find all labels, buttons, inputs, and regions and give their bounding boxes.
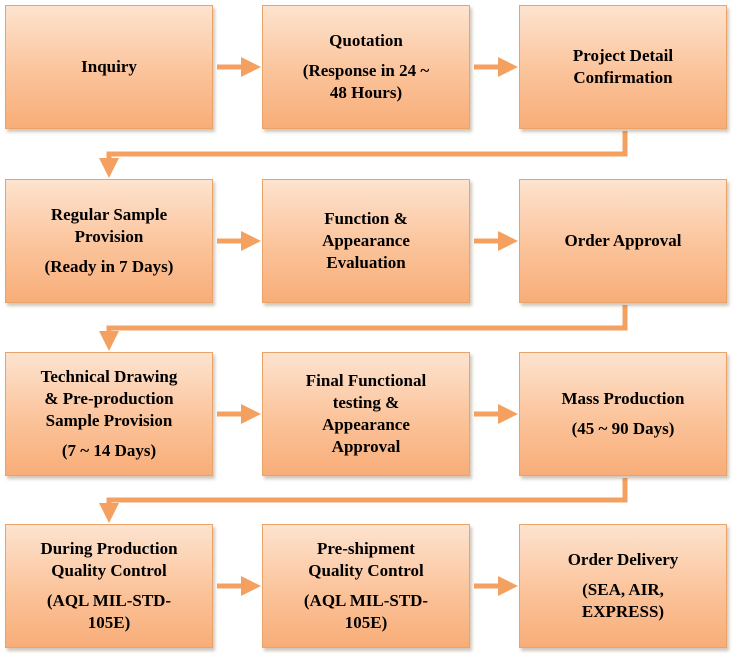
step-label: Confirmation (573, 68, 673, 87)
step-label: testing & (332, 393, 400, 412)
step-sublabel: (7 ~ 14 Days) (61, 441, 157, 460)
step-quotation: Quotation (Response in 24 ~ 48 Hours) (262, 5, 470, 129)
step-label: Quality Control (308, 561, 424, 580)
step-label: During Production (40, 539, 178, 558)
step-label: Appearance (322, 231, 410, 250)
step-mass-production: Mass Production (45 ~ 90 Days) (519, 352, 727, 476)
step-label: Order Approval (564, 231, 682, 250)
step-label: Order Delivery (567, 550, 679, 569)
arrow-wrap-down (99, 131, 628, 179)
step-label: Function & (324, 209, 408, 228)
step-label: & Pre-production (44, 389, 174, 408)
arrow-wrap-down (99, 478, 628, 524)
step-label: Project Detail (572, 46, 674, 65)
step-sublabel: (45 ~ 90 Days) (571, 419, 675, 438)
step-sublabel: 105E) (87, 613, 131, 632)
step-label: Approval (331, 437, 401, 456)
step-label: Final Functional (305, 371, 427, 390)
step-label: Quotation (329, 31, 403, 50)
step-sublabel: (AQL MIL-STD- (303, 591, 429, 610)
step-sublabel: (AQL MIL-STD- (46, 591, 172, 610)
step-sublabel: (Ready in 7 Days) (44, 257, 174, 276)
step-label: Appearance (322, 415, 410, 434)
step-label: Evaluation (326, 253, 406, 272)
step-label: Regular Sample (50, 205, 168, 224)
step-label: Pre-shipment (317, 539, 415, 558)
step-label: Sample Provision (45, 411, 173, 430)
step-label: Quality Control (51, 561, 167, 580)
step-order-delivery: Order Delivery (SEA, AIR, EXPRESS) (519, 524, 727, 648)
step-label: Inquiry (81, 57, 137, 76)
step-sublabel: (SEA, AIR, (582, 580, 664, 599)
step-label: Provision (74, 227, 144, 246)
step-order-approval: Order Approval (519, 179, 727, 303)
step-label: Mass Production (561, 389, 685, 408)
step-sublabel: 105E) (344, 613, 388, 632)
arrow-wrap-down (99, 305, 628, 352)
step-sublabel: (Response in 24 ~ (302, 61, 430, 80)
step-inquiry: Inquiry (5, 5, 213, 129)
step-sublabel: EXPRESS) (581, 602, 665, 621)
step-sublabel: 48 Hours) (329, 83, 403, 102)
step-label: Technical Drawing (40, 367, 178, 386)
